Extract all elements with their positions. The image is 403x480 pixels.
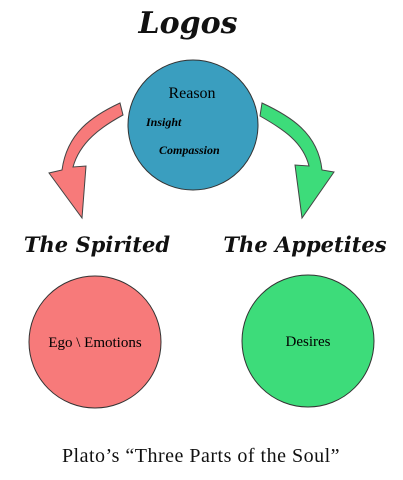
appetites-heading: The Appetites [223,232,386,257]
diagram-caption: Plato’s “Three Parts of the Soul” [62,445,340,467]
reason-label: Reason [168,85,215,102]
arrow-reason-to-spirited [48,102,124,220]
reason-circle [127,59,259,191]
spirited-label: Ego \ Emotions [48,335,141,351]
spirited-circle [28,275,162,409]
appetites-label: Desires [286,334,331,350]
spirited-heading: The Spirited [24,232,170,257]
arrow-reason-to-appetites [259,102,335,220]
diagram-title: Logos [138,6,238,41]
appetites-circle [241,274,375,408]
insight-label: Insight [145,115,182,129]
compassion-label: Compassion [159,143,220,157]
